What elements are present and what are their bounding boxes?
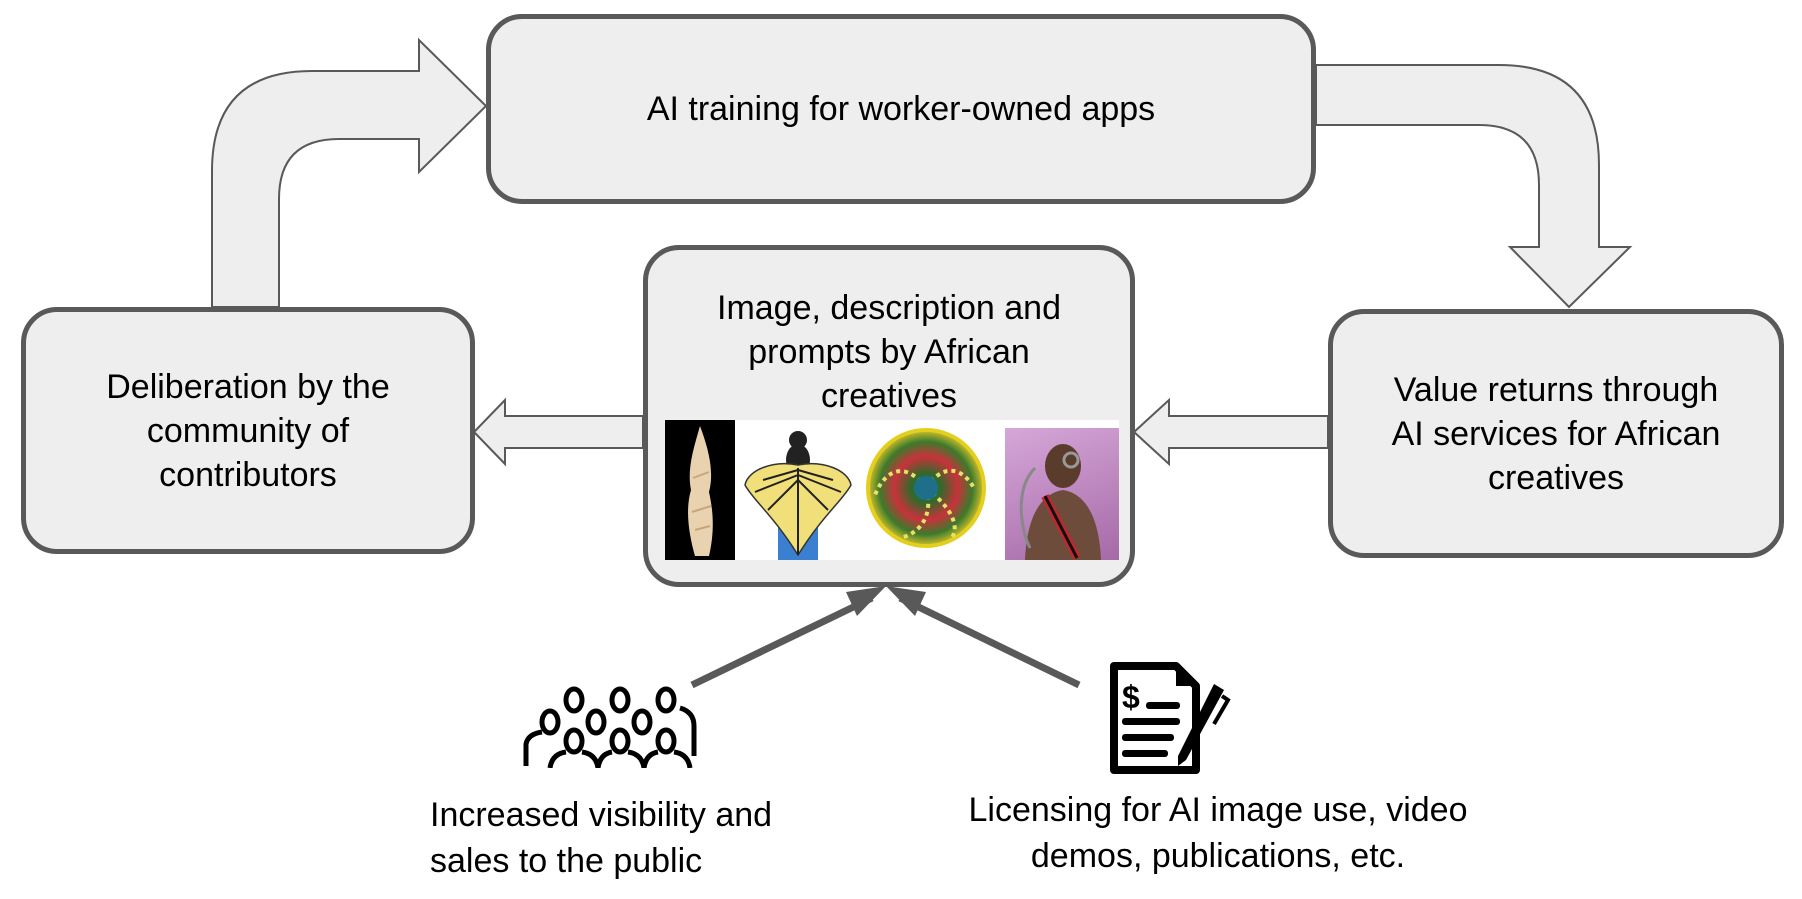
node-value-line: Value returns through <box>1393 370 1719 409</box>
node-deliberation: Deliberation by the community of contrib… <box>21 307 475 554</box>
contract-pen-icon: $ <box>1110 662 1231 774</box>
arrow-top-to-right <box>1315 64 1633 309</box>
arrow-licensing-to-middle <box>898 594 1081 689</box>
node-ai-training: AI training for worker-owned apps <box>486 14 1316 204</box>
caption-licensing-line: demos, publications, etc. <box>1030 837 1406 875</box>
creative-image-gallery <box>665 420 1119 560</box>
node-ai-training-label: AI training for worker-owned apps <box>646 90 1156 128</box>
image-yellow-winged-garment <box>743 420 853 560</box>
node-value-line: creatives <box>1487 458 1625 497</box>
node-deliberation-line: community of <box>146 411 350 450</box>
arrow-right-to-middle <box>1132 397 1329 467</box>
node-creative-line: Image, description and <box>717 289 1061 327</box>
arrowhead-right <box>886 586 926 616</box>
caption-visibility-line: Increased visibility and <box>430 796 773 834</box>
caption-licensing: Licensing for AI image use, video demos,… <box>940 787 1496 879</box>
arrow-middle-to-left <box>472 397 644 467</box>
caption-licensing-line: Licensing for AI image use, video <box>968 791 1468 829</box>
node-value-line: AI services for African <box>1391 414 1721 453</box>
svg-text:$: $ <box>1122 679 1140 715</box>
node-deliberation-line: Deliberation by the <box>106 367 390 406</box>
people-group-icon <box>523 686 697 768</box>
image-cyberpunk-portrait <box>1005 428 1119 560</box>
arrowhead-left <box>846 586 886 616</box>
node-deliberation-line: contributors <box>159 455 337 494</box>
caption-visibility-line: sales to the public <box>430 842 703 880</box>
node-value-returns: Value returns through AI services for Af… <box>1328 309 1784 558</box>
caption-visibility: Increased visibility and sales to the pu… <box>430 792 772 884</box>
image-woven-spiral-basket <box>865 420 987 560</box>
arrow-left-to-top <box>211 37 488 308</box>
image-carved-ivory-figure <box>665 420 735 560</box>
node-creative-line: prompts by African <box>748 333 1030 371</box>
arrow-visibility-to-middle <box>690 594 874 689</box>
node-creative-line: creatives <box>820 377 958 415</box>
node-creative-contributions: Image, description and prompts by Africa… <box>643 245 1135 587</box>
